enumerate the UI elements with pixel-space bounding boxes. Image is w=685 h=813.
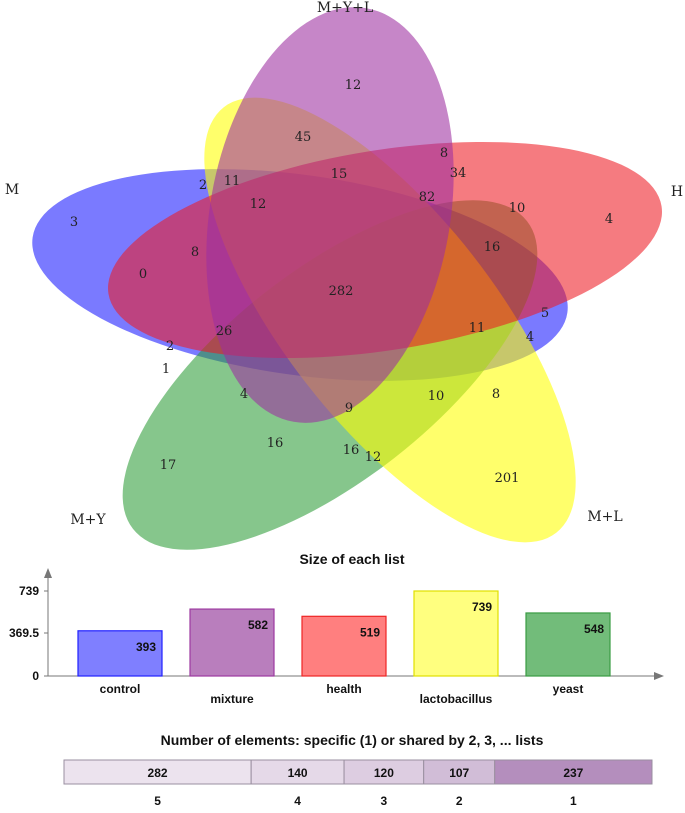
region-count: 3 <box>70 215 78 230</box>
stack-value-label: 282 <box>148 766 168 780</box>
bar-health <box>301 615 387 677</box>
set-label-m: M <box>5 182 19 198</box>
region-count: 4 <box>526 330 534 345</box>
bar-value-label: 519 <box>360 625 380 639</box>
stack-value-label: 140 <box>288 766 308 780</box>
bar-yeast <box>525 612 611 677</box>
bar-lactobacillus <box>413 590 499 677</box>
region-count: 16 <box>484 240 501 255</box>
region-count: 12 <box>345 78 362 93</box>
bar-category-label: lactobacillus <box>420 692 493 706</box>
region-count: 0 <box>139 267 147 282</box>
venn-set-m-plus-y-plus-l <box>206 7 454 423</box>
bar-chart-title: Size of each list <box>299 551 404 567</box>
y-tick-label: 739 <box>19 584 39 598</box>
bar-category-label: health <box>326 682 361 696</box>
set-label-m-plus-l: M+L <box>587 509 622 525</box>
bar-category-label: mixture <box>210 692 254 706</box>
stack-value-label: 107 <box>449 766 469 780</box>
bar-value-label: 739 <box>472 600 492 614</box>
bar-series: 393 control 582 mixture 519 health 739 lactobac… <box>77 590 611 706</box>
x-axis-arrow <box>654 672 664 680</box>
stack-value-label: 237 <box>563 766 583 780</box>
region-count: 9 <box>345 401 353 416</box>
bar-mixture <box>189 608 275 677</box>
stack-category-label: 3 <box>381 794 388 808</box>
shared-chart-title: Number of elements: specific (1) or shar… <box>161 732 544 748</box>
stack-category-label: 1 <box>570 794 577 808</box>
region-count: 10 <box>509 201 526 216</box>
stack-category-label: 2 <box>456 794 463 808</box>
bar-value-label: 582 <box>248 618 268 632</box>
region-count: 2 <box>199 178 207 193</box>
bar-control <box>77 630 163 677</box>
region-count: 17 <box>160 458 177 473</box>
bar-category-label: control <box>100 682 141 696</box>
stack-segment-1 <box>494 759 653 785</box>
region-count: 12 <box>250 197 267 212</box>
bar-value-label: 548 <box>584 622 604 636</box>
region-count: 82 <box>419 190 436 205</box>
region-count: 12 <box>365 450 382 465</box>
y-tick-label: 369.5 <box>9 626 39 640</box>
region-count: 34 <box>450 166 467 181</box>
region-count: 11 <box>224 174 241 189</box>
region-count: 201 <box>495 471 520 486</box>
stack-category-label: 5 <box>154 794 161 808</box>
region-count: 1 <box>162 362 170 377</box>
region-count: 11 <box>469 321 486 336</box>
region-count: 2 <box>166 339 174 354</box>
venn-region-counts: 12 45 8 15 34 2 11 12 82 10 4 16 3 8 0 2… <box>70 78 613 486</box>
region-count: 4 <box>605 212 613 227</box>
region-count: 4 <box>240 387 248 402</box>
y-tick-label: 0 <box>32 669 39 683</box>
stack-category-label: 4 <box>294 794 301 808</box>
bar-category-label: yeast <box>553 682 584 696</box>
set-label-m-plus-y-plus-l: M+Y+L <box>317 0 373 16</box>
region-count: 8 <box>492 387 500 402</box>
stack-segment-3 <box>343 759 425 785</box>
region-count: 8 <box>440 146 448 161</box>
region-count: 8 <box>191 245 199 260</box>
y-axis-arrow <box>44 568 52 578</box>
stack-segment-2 <box>423 759 496 785</box>
stack-value-label: 120 <box>374 766 394 780</box>
set-label-h: H <box>671 184 683 200</box>
region-count: 15 <box>331 167 348 182</box>
region-count: 16 <box>267 436 284 451</box>
region-count: 45 <box>295 130 312 145</box>
region-count: 16 <box>343 443 360 458</box>
region-count: 26 <box>216 324 233 339</box>
shared-stack: 282 5 140 4 120 3 107 2 237 1 <box>63 759 653 808</box>
venn-diagram <box>32 7 662 550</box>
set-label-m-plus-y: M+Y <box>70 512 106 528</box>
region-count: 10 <box>428 389 445 404</box>
stack-segment-5 <box>63 759 252 785</box>
region-count: 5 <box>541 306 549 321</box>
bar-value-label: 393 <box>136 640 156 654</box>
region-count: 282 <box>329 284 354 299</box>
